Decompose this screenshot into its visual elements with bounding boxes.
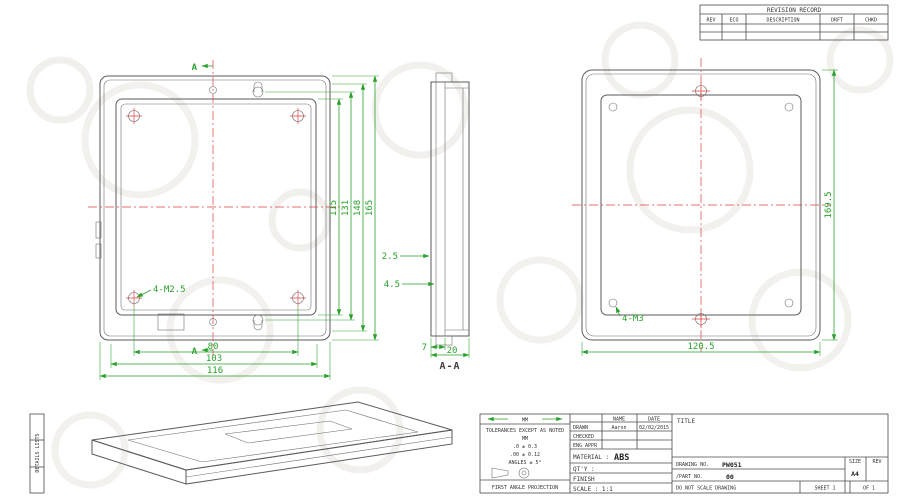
top-keyhole-slot <box>252 81 264 98</box>
side-notch <box>95 243 102 259</box>
tolerance-unit: MM <box>522 436 528 442</box>
qty-label: QT'Y : <box>573 466 595 473</box>
tolerance-section: MM TOLERANCES EXCEPT AS NOTED MM .0 ± 0.… <box>480 416 570 491</box>
section-label-top: A <box>192 63 198 73</box>
dim-115-label: 115 <box>329 200 339 216</box>
drawn-name: Aaron <box>611 425 626 431</box>
do-not-scale-note: DO NOT SCALE DRAWING <box>676 486 736 492</box>
dim-120-5-label: 120.5 <box>687 342 714 352</box>
checked-label: CHECKED <box>573 434 594 440</box>
title-section: TITLE DRAWING NO. PW051 /PART NO. 00 SIZ… <box>672 418 888 493</box>
watermark-pattern <box>26 21 894 489</box>
size-label: SIZE <box>849 459 861 465</box>
part-no-label: /PART NO. <box>676 474 703 480</box>
corner-screw-bosses <box>126 108 306 306</box>
thread-leader-back <box>615 306 621 317</box>
drawing-no-value: PW051 <box>722 461 742 469</box>
revision-col-rev: REV <box>706 18 715 24</box>
part-no-value: 00 <box>726 473 734 481</box>
back-corner-holes <box>608 102 794 308</box>
section-view-label: A-A <box>439 361 460 372</box>
dim-148-label: 148 <box>353 200 363 216</box>
front-view-horizontal-dimensions: 80 103 116 <box>99 306 331 380</box>
front-view-vertical-dimensions: 115 131 148 165 <box>265 75 379 341</box>
eng-appr-label: ENG APPR <box>573 443 598 449</box>
dim-20-label: 20 <box>447 346 458 356</box>
front-view: A A 115 131 148 165 80 103 11 <box>88 60 379 380</box>
drawn-label: DRAWN <box>573 425 588 431</box>
material-value: ABS <box>614 453 629 463</box>
revision-col-chkd: CHKD <box>865 18 877 24</box>
thread-leader-front <box>136 289 152 298</box>
section-top-tab <box>435 72 453 83</box>
drawing-no-label: DRAWING NO. <box>676 462 709 468</box>
dim-2-5-label: 2.5 <box>382 252 398 262</box>
dim-4-5-label: 4.5 <box>384 280 400 290</box>
bottom-cutout <box>157 313 185 331</box>
name-header: NAME <box>613 417 625 423</box>
tolerance-row-3: ANGLES ± 5° <box>508 460 541 466</box>
tolerance-title: TOLERANCES EXCEPT AS NOTED <box>486 428 564 434</box>
top-hole <box>209 86 217 94</box>
rev-label: REV <box>872 459 881 465</box>
approvals-section: NAME DATE DRAWN Aaron 02/02/2015 CHECKED… <box>570 414 672 493</box>
revision-col-drft: DRFT <box>831 18 843 24</box>
section-bottom-tab <box>435 335 453 346</box>
of-label: OF 1 <box>863 486 875 492</box>
date-header: DATE <box>648 417 660 423</box>
revision-table: REVISION RECORD REV ECO DESCRIPTION DRFT… <box>699 4 889 41</box>
tolerance-row-2: .00 ± 0.12 <box>510 452 540 458</box>
dim-103-label: 103 <box>206 354 222 364</box>
units-note: MM <box>522 418 528 424</box>
dim-116-label: 116 <box>207 366 223 376</box>
dim-131-label: 131 <box>341 200 351 216</box>
side-strip-label: DETAILS LISTS <box>35 433 41 472</box>
projection-label: FIRST ANGLE PROJECTION <box>492 485 558 491</box>
bottom-keyhole-slot <box>252 314 264 331</box>
sheet-label: SHEET 1 <box>814 486 835 492</box>
dim-169-5-label: 169.5 <box>824 191 834 218</box>
revision-col-description: DESCRIPTION <box>766 18 799 24</box>
section-view: 2.5 4.5 7 20 A-A <box>382 72 470 372</box>
dim-80-label: 80 <box>208 342 219 352</box>
revision-col-eco: ECO <box>729 18 738 24</box>
tolerance-row-1: .0 ± 0.3 <box>513 444 537 450</box>
side-notch <box>95 221 102 239</box>
iso-top-slot <box>224 420 353 444</box>
dim-7-label: 7 <box>422 343 427 353</box>
dim-165-label: 165 <box>365 200 375 216</box>
isometric-view <box>91 401 453 485</box>
revision-table-title: REVISION RECORD <box>767 7 822 14</box>
back-view: 169.5 120.5 4-M3 <box>572 58 838 356</box>
first-angle-projection-icon <box>491 467 530 479</box>
thread-note-front: 4-M2.5 <box>153 285 186 295</box>
scale-label: SCALE : 1:1 <box>573 486 613 493</box>
thread-note-back: 4-M3 <box>622 314 644 324</box>
details-list-strip: DETAILS LISTS <box>29 413 45 494</box>
material-label: MATERIAL : <box>573 454 609 461</box>
size-value: A4 <box>851 470 859 478</box>
drawn-date: 02/02/2015 <box>639 425 669 431</box>
finish-label: FINISH <box>573 476 595 483</box>
title-label: TITLE <box>677 418 695 425</box>
title-block: MM TOLERANCES EXCEPT AS NOTED MM .0 ± 0.… <box>479 413 889 494</box>
